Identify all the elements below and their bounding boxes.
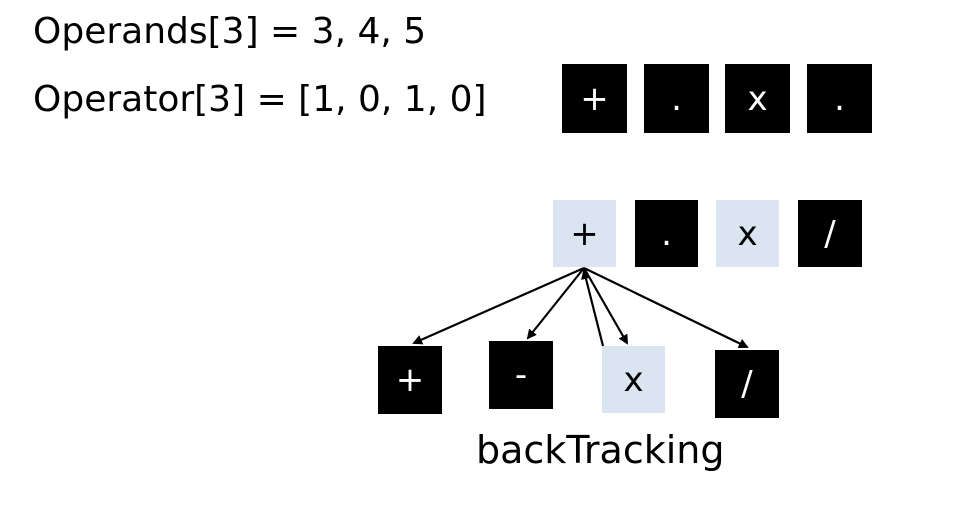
top-box-1: + bbox=[562, 64, 627, 133]
operands-text: Operands[3] = 3, 4, 5 bbox=[33, 11, 427, 52]
middle-box-1: + bbox=[553, 200, 616, 267]
arrow-to-x bbox=[583, 267, 628, 345]
arrow-to-plus bbox=[412, 266, 585, 345]
arrow-back-up bbox=[581, 269, 605, 347]
bottom-box-1: + bbox=[378, 346, 442, 414]
arrow-to-minus bbox=[526, 267, 585, 340]
backtracking-label: backTracking bbox=[476, 428, 725, 472]
operator-text: Operator[3] = [1, 0, 1, 0] bbox=[33, 79, 487, 120]
bottom-box-4: / bbox=[715, 350, 779, 418]
bottom-box-2: - bbox=[489, 341, 553, 409]
bottom-box-3: x bbox=[602, 346, 665, 413]
middle-box-2: . bbox=[635, 200, 698, 267]
top-box-4: . bbox=[807, 64, 872, 133]
top-box-3: x bbox=[725, 64, 790, 133]
top-box-2: . bbox=[644, 64, 709, 133]
middle-box-3: x bbox=[716, 200, 779, 267]
arrow-to-divide bbox=[583, 267, 749, 349]
middle-box-4: / bbox=[798, 200, 862, 267]
